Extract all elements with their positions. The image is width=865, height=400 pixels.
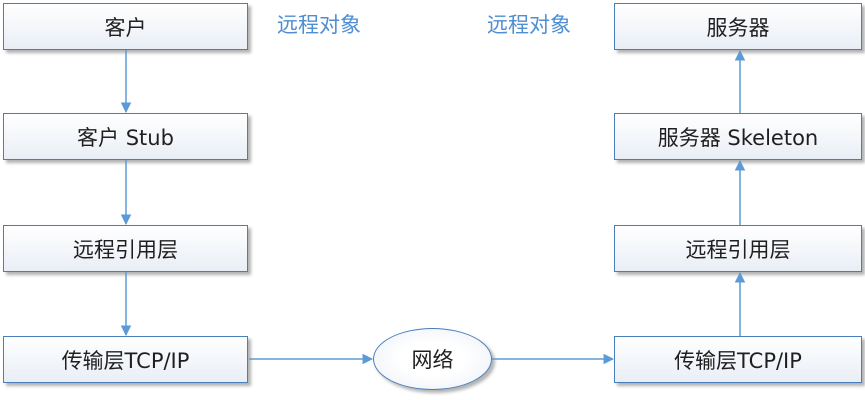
client-stub-box: 客户 Stub: [3, 113, 248, 160]
client-box: 客户: [3, 3, 248, 50]
server-skeleton-box: 服务器 Skeleton: [614, 113, 862, 160]
client-transport-layer-box: 传输层TCP/IP: [3, 336, 248, 383]
remote-object-label-right: 远程对象: [487, 13, 571, 37]
server-box: 服务器: [614, 3, 862, 50]
server-transport-layer-box: 传输层TCP/IP: [614, 336, 862, 383]
client-remote-ref-layer-box: 远程引用层: [3, 225, 248, 272]
network-ellipse: 网络: [373, 328, 492, 390]
server-remote-ref-layer-box: 远程引用层: [614, 225, 862, 272]
network-label: 网络: [411, 348, 454, 372]
remote-object-label-left: 远程对象: [277, 13, 361, 37]
